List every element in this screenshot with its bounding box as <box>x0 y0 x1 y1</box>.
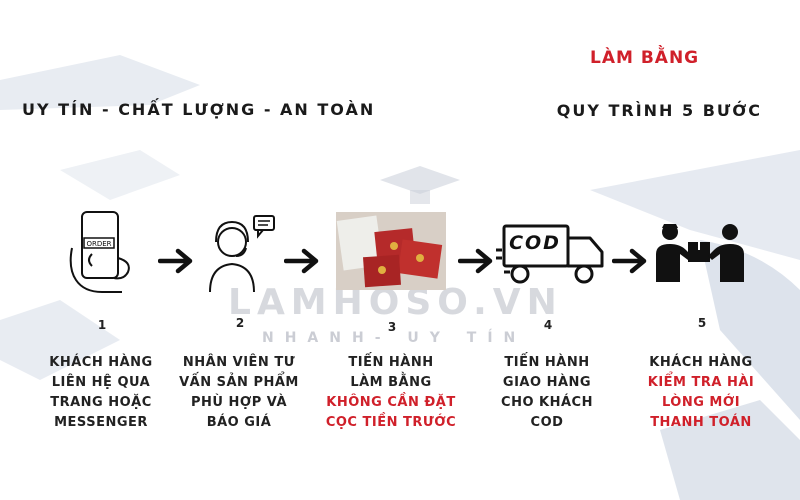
diploma-photo-icon <box>336 212 446 290</box>
step-highlight: CỌC TIỀN TRƯỚC <box>325 415 457 430</box>
page-title: LÀM BẰNG <box>590 48 700 68</box>
arrow-right-icon <box>284 248 319 274</box>
watermark-tagline: NHANH- UY TÍN <box>262 330 527 346</box>
step-line: COD <box>530 415 564 430</box>
step-line: CHO KHÁCH <box>501 395 593 410</box>
step-highlight: LÒNG MỚI <box>661 395 741 410</box>
step-number: 2 <box>235 316 245 330</box>
step-number: 5 <box>697 316 707 330</box>
step-number: 4 <box>543 318 553 332</box>
arrow-right-icon <box>458 248 493 274</box>
phone-order-icon: ORDER <box>69 211 130 293</box>
step-line: TIẾN HÀNH <box>348 355 434 370</box>
step-description: KHÁCH HÀNG LIÊN HỆ QUA TRANG HOẶC MESSEN… <box>26 353 176 433</box>
process-heading: QUY TRÌNH 5 BƯỚC <box>556 101 762 120</box>
truck-label: COD <box>509 232 561 254</box>
step-highlight: KHÔNG CẦN ĐẶT <box>326 395 456 410</box>
step-line: TIẾN HÀNH <box>504 355 590 370</box>
step-highlight: KIỂM TRA HÀI <box>647 375 755 390</box>
step-line: MESSENGER <box>54 415 148 430</box>
svg-text:ORDER: ORDER <box>86 240 111 248</box>
step-line: NHÂN VIÊN TƯ <box>182 355 296 370</box>
step-description: TIẾN HÀNH LÀM BẰNG KHÔNG CẦN ĐẶT CỌC TIỀ… <box>316 353 466 433</box>
step-line: VẤN SẢN PHẨM <box>179 375 299 390</box>
step-line: BÁO GIÁ <box>206 415 272 430</box>
step-number: 3 <box>387 320 397 334</box>
arrow-right-icon <box>158 248 193 274</box>
slogan: UY TÍN - CHẤT LƯỢNG - AN TOÀN <box>22 100 376 119</box>
step-line: PHÙ HỢP VÀ <box>190 395 288 410</box>
arrow-right-icon <box>612 248 647 274</box>
cod-truck-icon: COD <box>496 222 606 286</box>
consultant-icon <box>209 215 275 293</box>
step-description: KHÁCH HÀNG KIỂM TRA HÀI LÒNG MỚI THANH T… <box>626 353 776 433</box>
step-highlight: THANH TOÁN <box>650 415 752 430</box>
step-line: KHÁCH HÀNG <box>49 355 153 370</box>
step-line: LÀM BẰNG <box>350 375 432 390</box>
step-line: LIÊN HỆ QUA <box>51 375 151 390</box>
step-description: TIẾN HÀNH GIAO HÀNG CHO KHÁCH COD <box>472 353 622 433</box>
step-line: TRANG HOẶC <box>50 395 152 410</box>
step-line: GIAO HÀNG <box>502 375 592 390</box>
step-line: KHÁCH HÀNG <box>649 355 753 370</box>
step-number: 1 <box>97 318 107 332</box>
delivery-handover-icon <box>656 224 744 282</box>
step-description: NHÂN VIÊN TƯ VẤN SẢN PHẨM PHÙ HỢP VÀ BÁO… <box>164 353 314 433</box>
truck-shape <box>496 224 604 284</box>
